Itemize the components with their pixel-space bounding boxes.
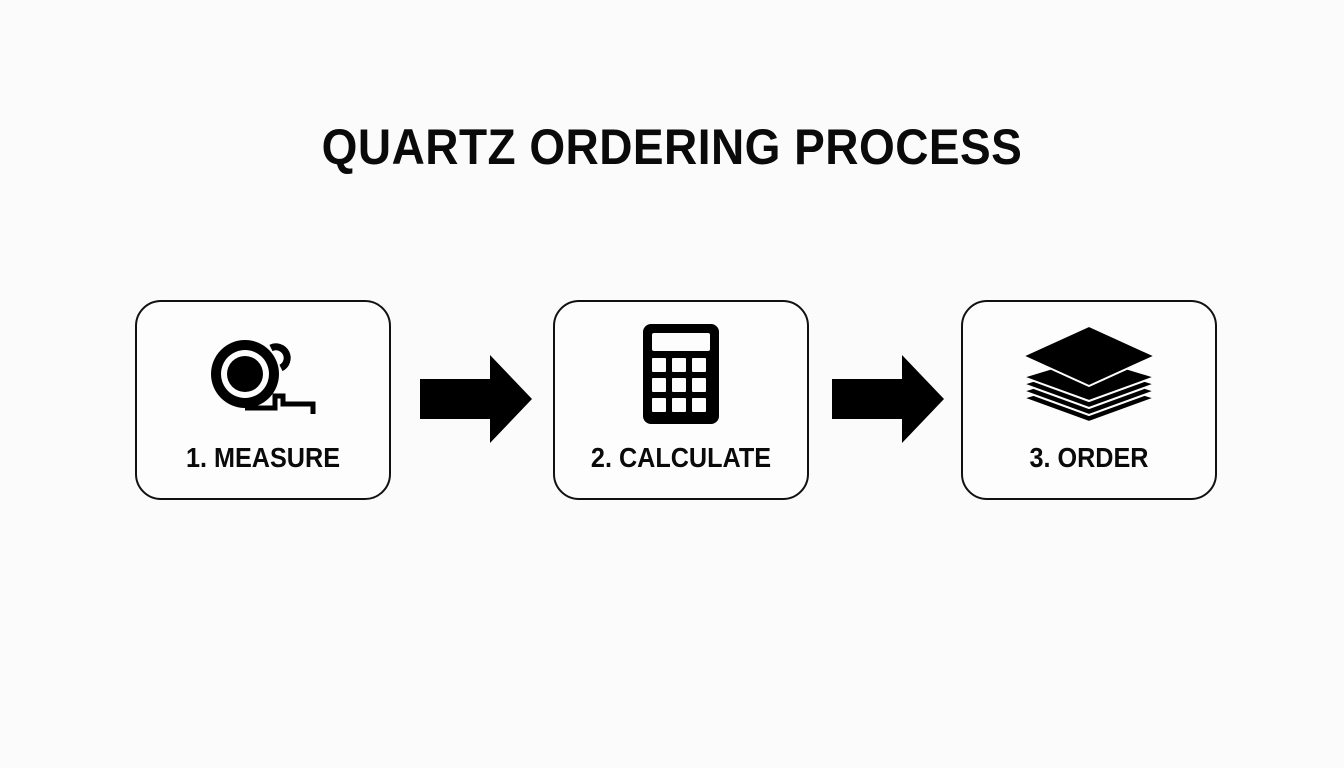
arrow-right-icon <box>832 355 944 443</box>
calculator-icon <box>555 320 807 428</box>
step-order: 3. ORDER <box>961 300 1217 500</box>
tape-measure-icon <box>137 320 389 428</box>
stacked-slabs-icon <box>963 320 1215 428</box>
step-measure: 1. MEASURE <box>135 300 391 500</box>
step-label-calculate: 2. CALCULATE <box>590 442 772 473</box>
arrow-right-icon <box>420 355 532 443</box>
step-label-measure: 1. MEASURE <box>185 442 341 473</box>
step-label-order: 3. ORDER <box>1029 442 1149 473</box>
step-calculate: 2. CALCULATE <box>553 300 809 500</box>
diagram-title: QUARTZ ORDERING PROCESS <box>321 119 1023 175</box>
